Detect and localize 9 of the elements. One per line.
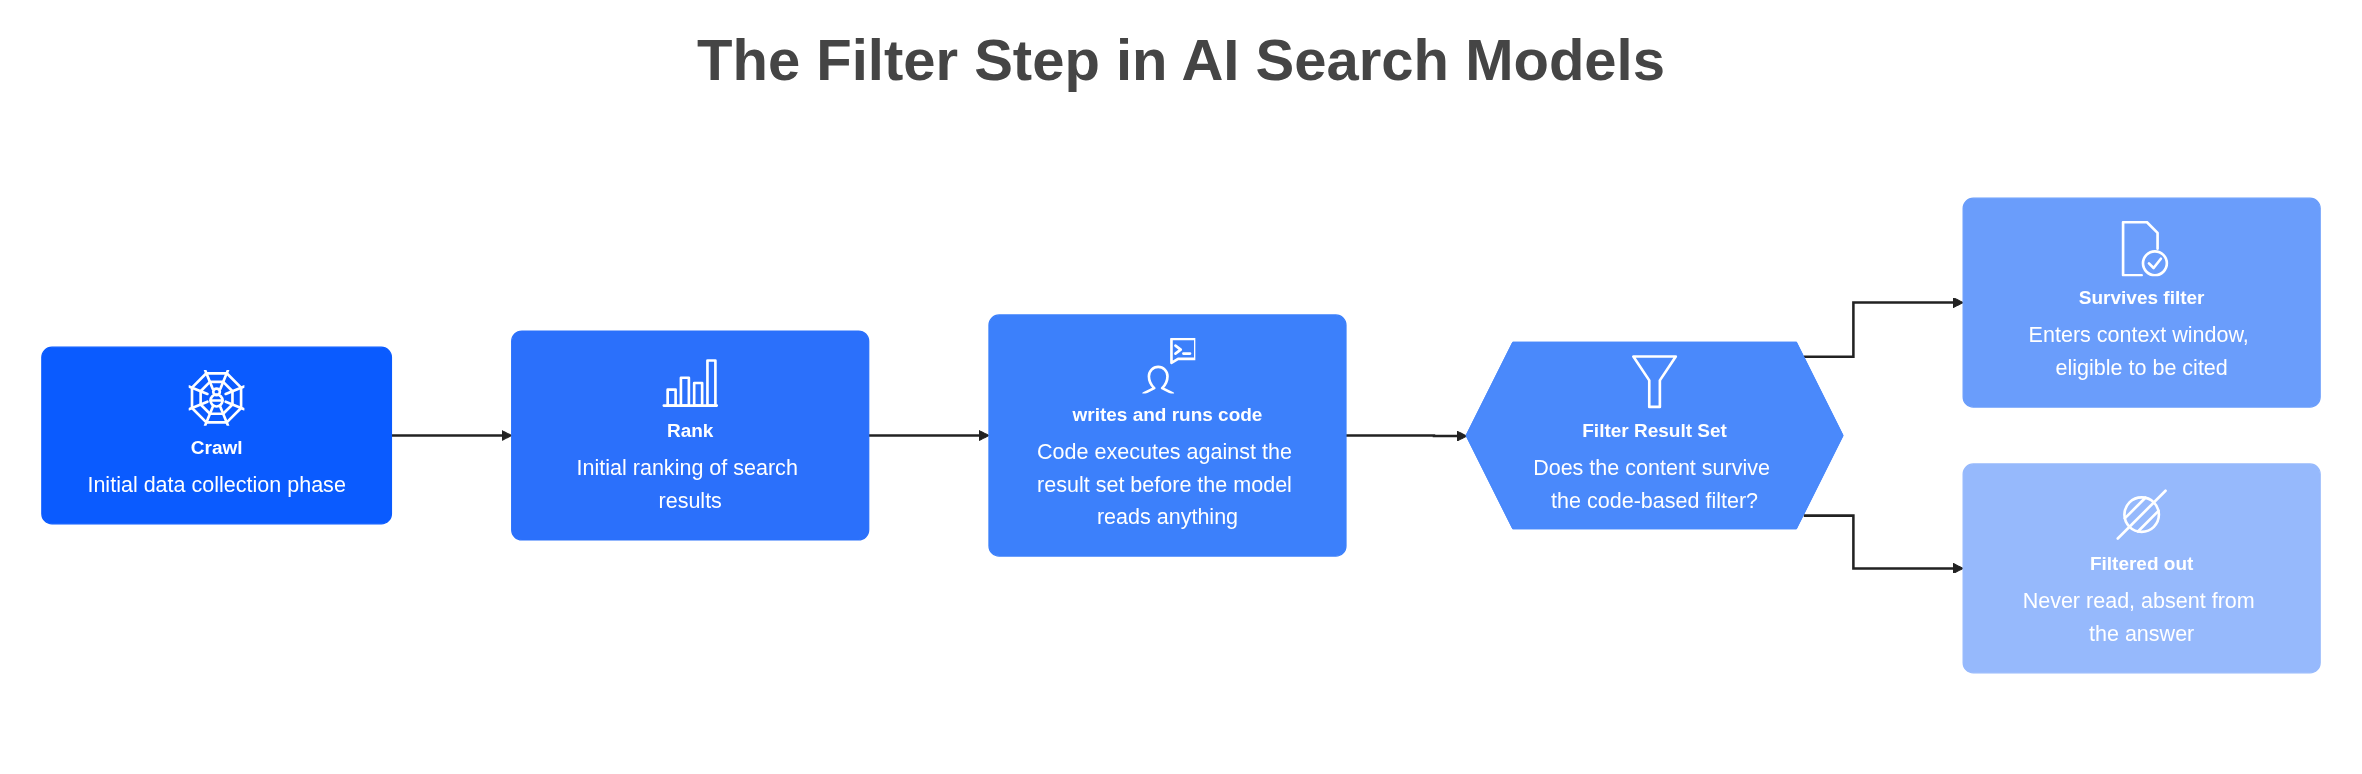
arrow xyxy=(1346,430,1468,442)
node-box: Survives filter Enters context window, eligible to be cited xyxy=(1962,197,2321,408)
node-box: writes and runs code Code executes against the result set before the model reads anything xyxy=(988,313,1347,557)
node-box: Rank Initial ranking of search results xyxy=(511,329,870,541)
arrow xyxy=(1803,296,1964,358)
node-box: Filtered out Never read, absent from the answer xyxy=(1962,462,2321,673)
arrow xyxy=(1803,513,1964,574)
diagram-title: The Filter Step in AI Search Models xyxy=(696,26,1666,94)
node-box: Crawl Initial data collection phase xyxy=(41,346,393,524)
